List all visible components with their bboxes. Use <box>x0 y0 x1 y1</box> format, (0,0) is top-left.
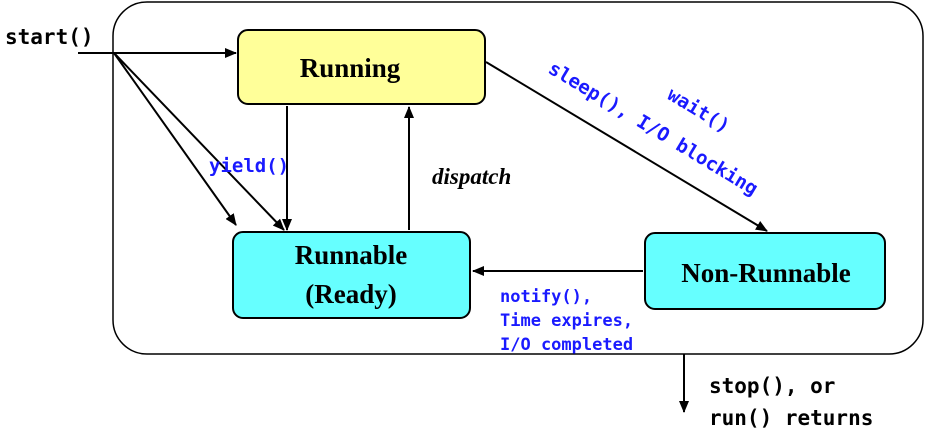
start-to-non-runnable-arrow <box>113 52 285 231</box>
thread-boundary <box>112 1 924 355</box>
state-non-runnable-label: Non-Runnable <box>681 258 851 288</box>
state-non-runnable <box>644 232 886 310</box>
sleep-io-blocking-label: sleep(), I/O blocking <box>544 57 761 200</box>
start-to-runnable-arrow <box>113 52 237 226</box>
blocking-arrow <box>485 61 768 232</box>
yield-label: yield() <box>209 155 289 177</box>
state-runnable-sublabel: (Ready) <box>305 279 396 309</box>
state-running-label: Running <box>300 53 401 83</box>
state-runnable-label: Runnable <box>295 240 408 270</box>
start-label: start() <box>5 25 94 49</box>
unblock-label-line2: Time expires, <box>500 311 633 331</box>
state-runnable <box>232 231 471 319</box>
stop-label-line1: stop(), or <box>709 374 835 398</box>
dispatch-label: dispatch <box>432 164 511 189</box>
unblock-label-line3: I/O completed <box>500 335 633 355</box>
state-running <box>237 29 486 105</box>
stop-label-line2: run() returns <box>709 406 873 430</box>
unblock-label-line1: notify(), <box>500 287 592 307</box>
